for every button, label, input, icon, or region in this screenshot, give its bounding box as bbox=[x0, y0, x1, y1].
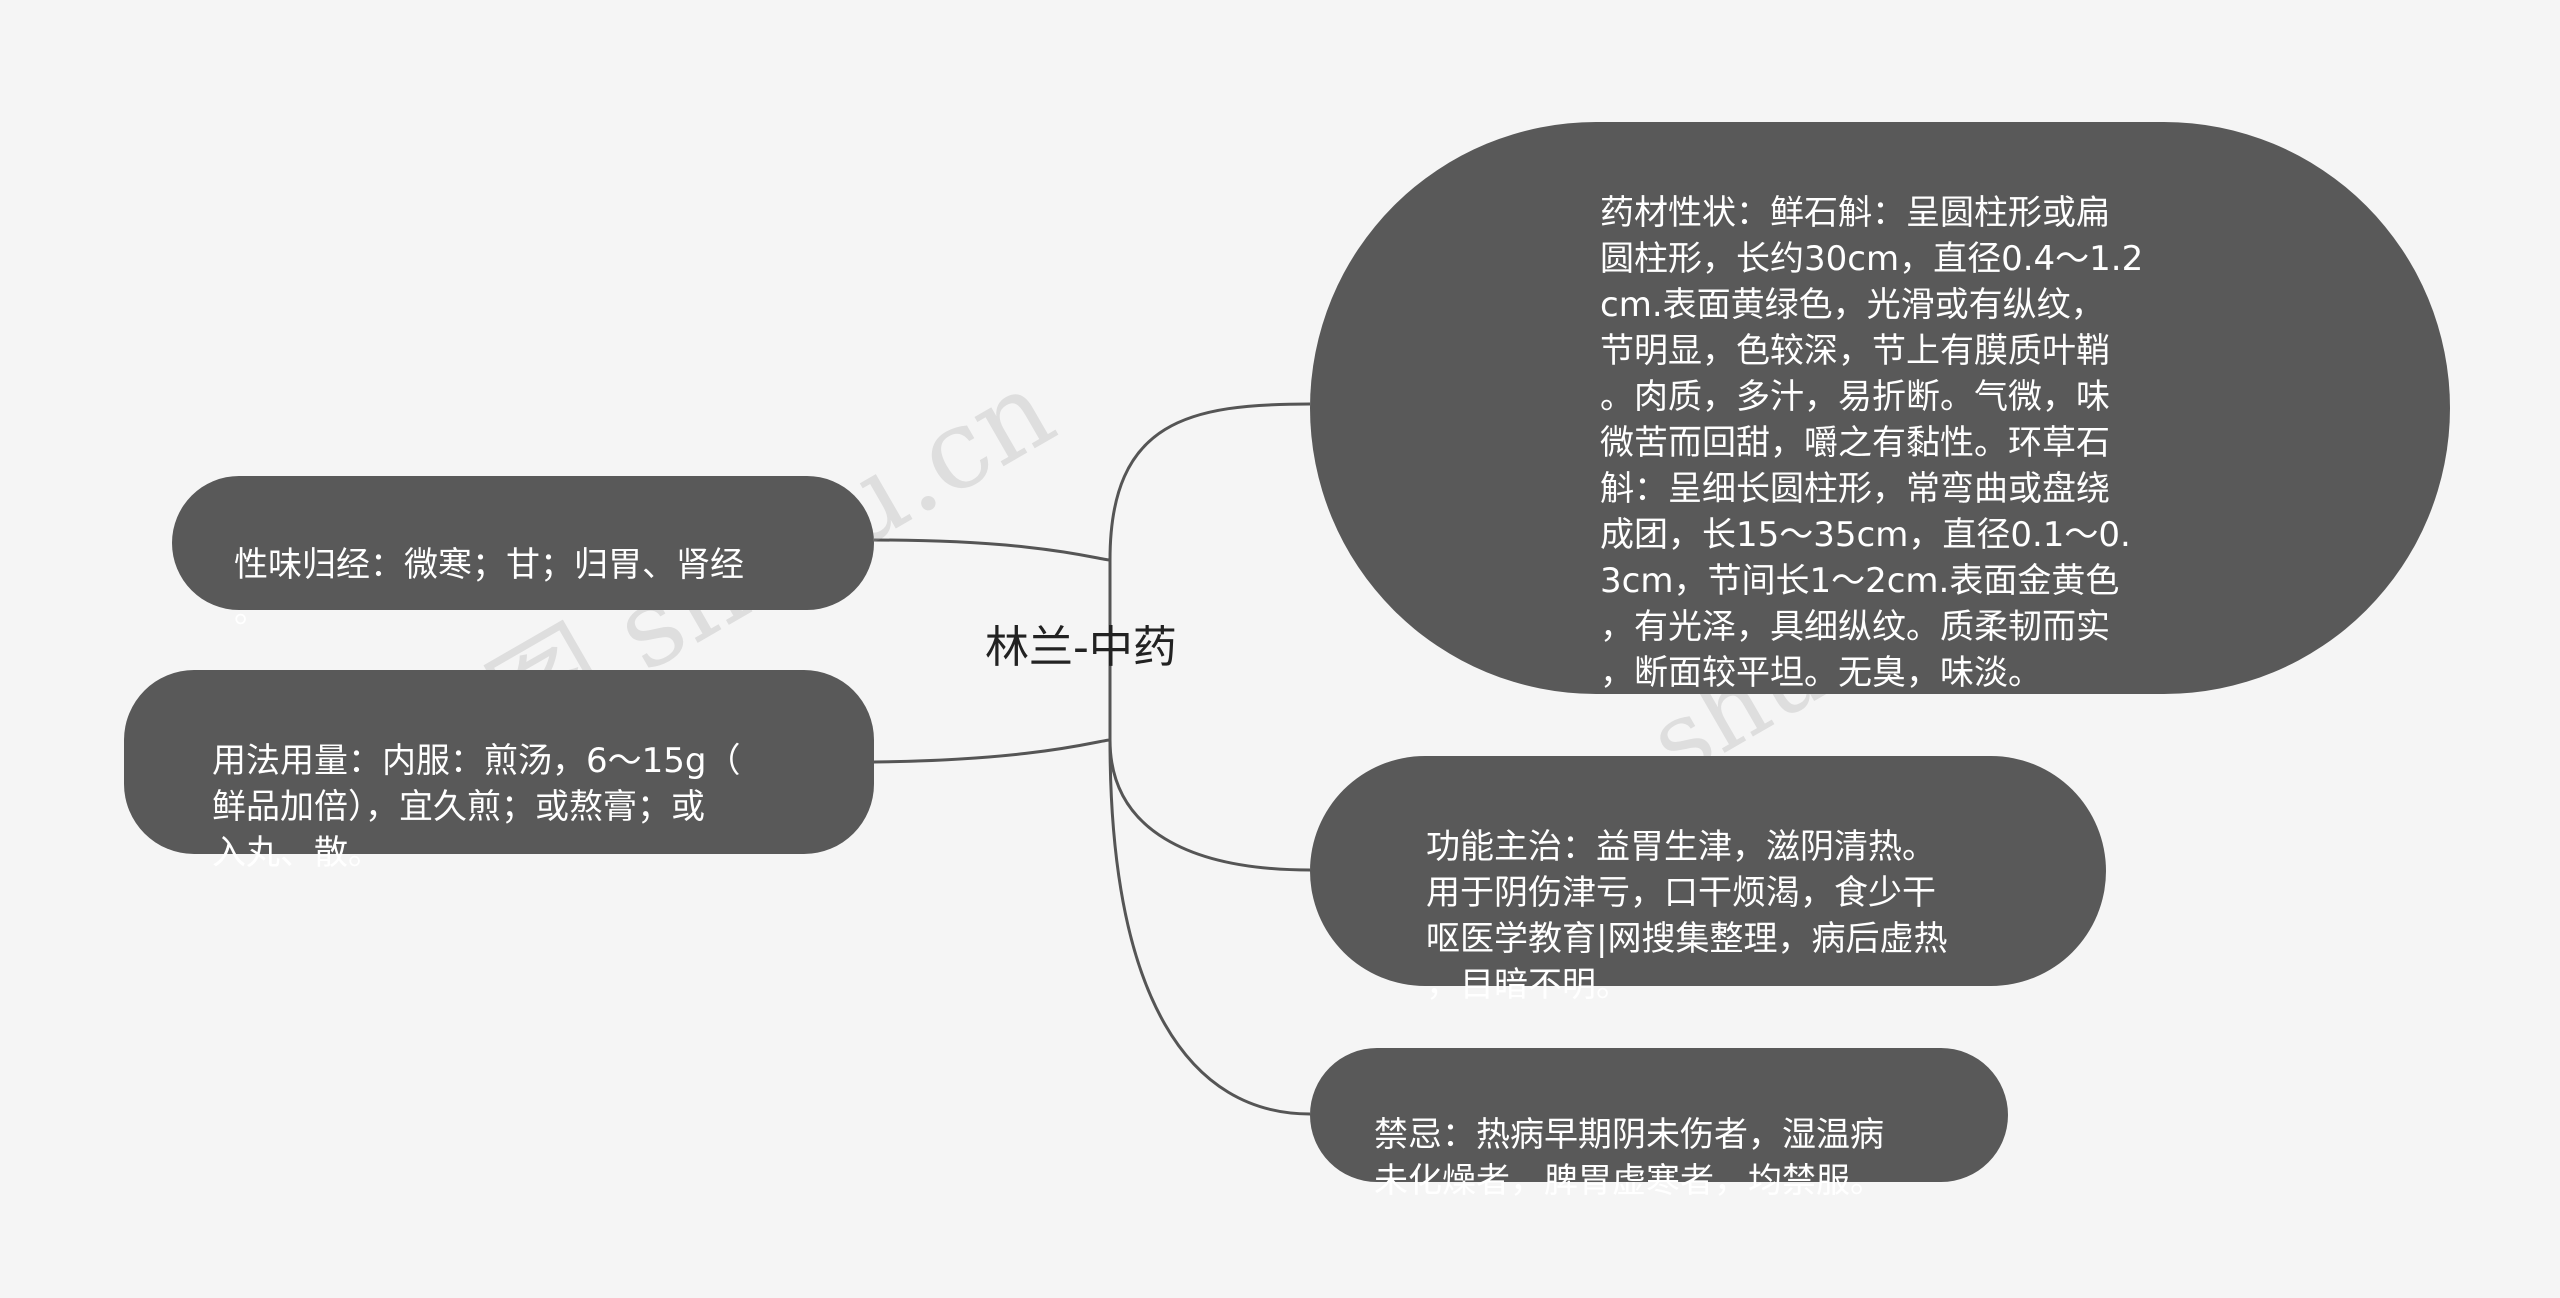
connector-to-xingwei bbox=[873, 538, 1111, 562]
node-xingwei-text: 性味归经：微寒；甘；归胃、肾经 。 bbox=[234, 545, 744, 631]
node-yaocai-text: 药材性状：鲜石斛：呈圆柱形或扁 圆柱形，长约30cm，直径0.4～1.2 cm.… bbox=[1600, 193, 2144, 693]
node-jinji[interactable]: 禁忌：热病早期阴未伤者，湿温病 未化燥者，脾胃虚寒者，均禁服。 bbox=[1310, 1048, 2008, 1201]
connector-to-gongneng bbox=[1108, 739, 1311, 872]
connector-to-yaocai bbox=[1108, 402, 1311, 561]
node-yongfa-text: 用法用量：内服：煎汤，6～15g（ 鲜品加倍），宜久煎；或熬膏；或 入丸、散。 bbox=[212, 741, 741, 873]
connector-to-yongfa bbox=[873, 738, 1111, 764]
node-gongneng-text: 功能主治：益胃生津，滋阴清热。 用于阴伤津亏，口干烦渴，食少干 呕医学教育|网搜… bbox=[1426, 827, 1948, 1005]
node-yaocai-xingzhuang[interactable]: 药材性状：鲜石斛：呈圆柱形或扁 圆柱形，长约30cm，直径0.4～1.2 cm.… bbox=[1310, 122, 2450, 694]
connector-to-jinji bbox=[1108, 739, 1311, 1116]
node-jinji-text: 禁忌：热病早期阴未伤者，湿温病 未化燥者，脾胃虚寒者，均禁服。 bbox=[1374, 1115, 1884, 1201]
node-xingwei-guijing[interactable]: 性味归经：微寒；甘；归胃、肾经 。 bbox=[172, 476, 874, 631]
node-yongfa-yongliang[interactable]: 用法用量：内服：煎汤，6～15g（ 鲜品加倍），宜久煎；或熬膏；或 入丸、散。 bbox=[124, 670, 874, 873]
root-topic[interactable]: 林兰-中药 bbox=[985, 622, 1177, 673]
node-gongneng-zhuzhi[interactable]: 功能主治：益胃生津，滋阴清热。 用于阴伤津亏，口干烦渴，食少干 呕医学教育|网搜… bbox=[1310, 756, 2106, 1005]
